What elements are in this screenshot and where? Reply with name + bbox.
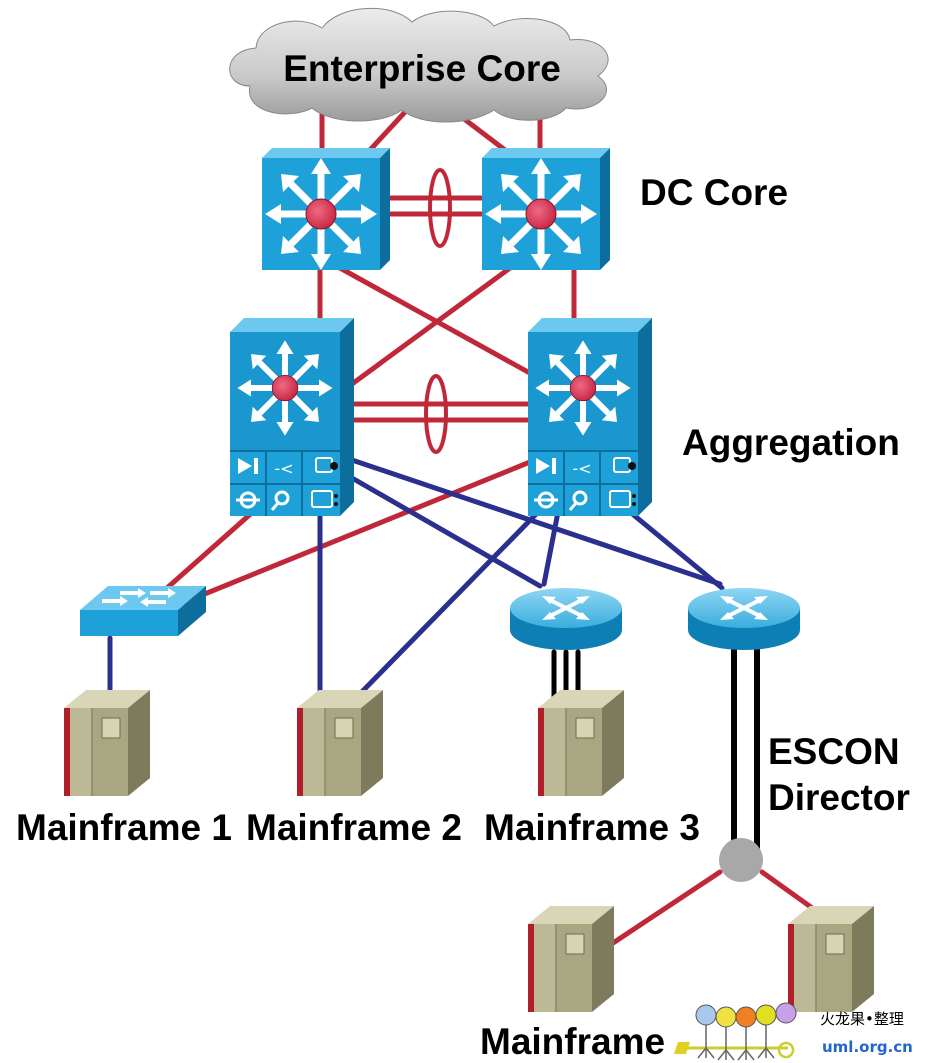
router-mainframe3	[508, 586, 624, 652]
port-channel-ellipse-core	[428, 168, 452, 248]
dc-core-switch-left	[262, 148, 390, 270]
mainframe-4-label: Mainframe	[480, 1021, 665, 1062]
mainframe-3-label: Mainframe 3	[484, 807, 700, 848]
dc-core-label: DC Core	[640, 172, 788, 213]
mainframe-1-label: Mainframe 1	[16, 807, 232, 848]
access-switch	[80, 586, 206, 636]
mainframe-1-server	[63, 689, 151, 797]
watermark-logo	[674, 1002, 797, 1061]
svg-text:-<: -<	[572, 459, 591, 478]
service-module-icons: -<	[230, 450, 340, 516]
escon-label-line2: Director	[768, 777, 910, 818]
svg-text:-<: -<	[274, 459, 293, 478]
watermark-title: 火龙果•整理	[820, 1010, 904, 1028]
mainframe-3-server	[537, 689, 625, 797]
enterprise-core-label: Enterprise Core	[283, 48, 561, 89]
aggregation-label: Aggregation	[682, 422, 900, 463]
aggregation-switch-right: -<	[528, 318, 652, 516]
mainframe-4-server-left	[527, 905, 615, 1013]
aggregation-switch-left: -<	[230, 318, 354, 516]
router-escon	[686, 586, 802, 652]
mainframe-4-server-right	[787, 905, 875, 1013]
dc-core-switch-right	[482, 148, 610, 270]
watermark-url: uml.org.cn	[822, 1038, 913, 1056]
port-channel-ellipse-aggregation	[424, 374, 448, 454]
service-module-icons: -<	[528, 450, 638, 516]
mainframe-2-server	[296, 689, 384, 797]
escon-label-line1: ESCON	[768, 731, 900, 772]
mainframe-2-label: Mainframe 2	[246, 807, 462, 848]
escon-director-hub	[719, 838, 763, 882]
enterprise-core-cloud: Enterprise Core	[229, 7, 609, 123]
